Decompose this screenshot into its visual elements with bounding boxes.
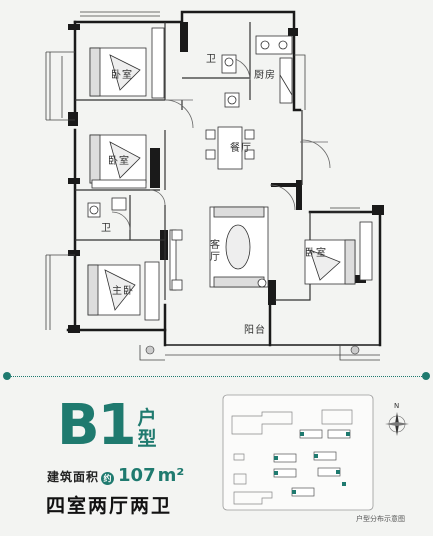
approx-badge: 约 <box>101 472 115 485</box>
unit-code-suffix: 户型 <box>137 407 157 450</box>
site-distribution-map: N <box>222 394 409 511</box>
room-label-bedroom-right: 卧室 <box>305 248 327 259</box>
room-label-bedroom-mid: 卧室 <box>108 156 130 167</box>
compass-label: N <box>394 402 399 410</box>
site-map-caption: 户型分布示意图 <box>356 515 405 523</box>
room-label-master: 主卧 <box>112 286 134 297</box>
room-label-dining: 餐厅 <box>230 143 252 154</box>
area-value: 107 <box>118 465 156 486</box>
room-label-living: 客厅 <box>210 240 221 263</box>
room-label-bath-left: 卫 <box>101 223 112 234</box>
room-label-kitchen: 厨房 <box>254 70 276 81</box>
area-info: 建筑面积 约 107 m² <box>47 465 184 486</box>
room-label-bath-top: 卫 <box>206 54 217 65</box>
area-label: 建筑面积 <box>47 470 100 484</box>
room-label-balcony: 阳台 <box>244 325 266 336</box>
divider-dot-right <box>422 372 430 380</box>
section-divider <box>6 376 426 377</box>
floor-plan <box>45 10 384 361</box>
room-label-bedroom-top: 卧室 <box>111 70 133 81</box>
divider-dot-left <box>3 372 11 380</box>
layout-type: 四室两厅两卫 <box>46 495 173 517</box>
unit-code: B1 <box>57 393 137 458</box>
compass-icon <box>385 412 409 436</box>
area-unit: m² <box>157 465 185 486</box>
